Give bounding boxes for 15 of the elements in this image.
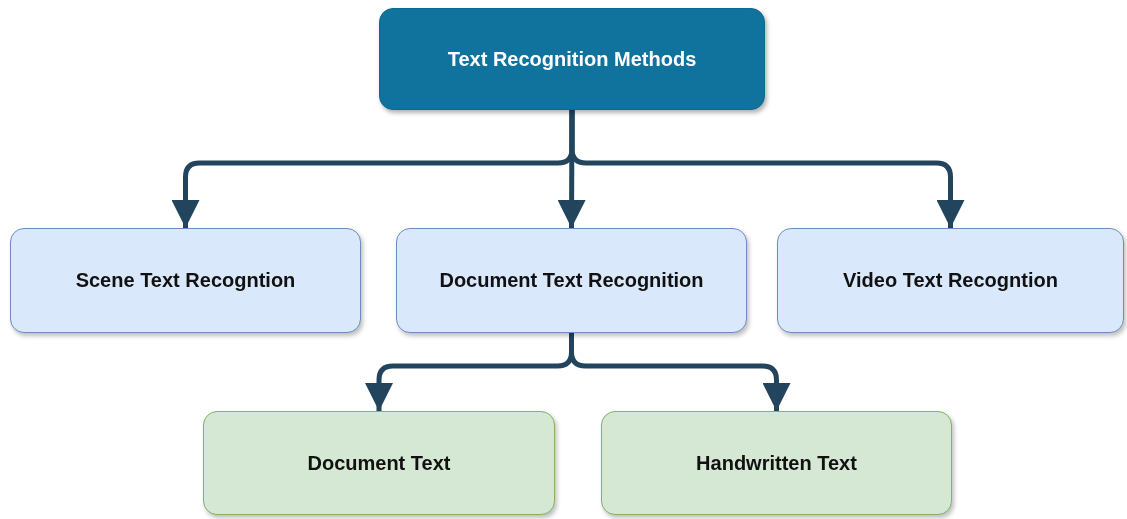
- arrow: [569, 333, 791, 411]
- box-label: Handwritten Text: [695, 451, 858, 475]
- process-box: [203, 411, 555, 515]
- box-label: Text Recognition Methods: [446, 47, 698, 71]
- process-box: [601, 411, 952, 515]
- arrow: [557, 110, 586, 228]
- box-label: Document Text Recognition: [438, 269, 705, 292]
- process-box: [777, 228, 1124, 333]
- process-box: [379, 8, 765, 110]
- process-box: [10, 228, 361, 333]
- process-box: [396, 228, 747, 333]
- box-label: Video Text Recogntion: [842, 269, 1059, 292]
- arrow: [569, 110, 965, 228]
- box-label: Scene Text Recogntion: [74, 269, 297, 292]
- box-label: Document Text: [306, 451, 452, 475]
